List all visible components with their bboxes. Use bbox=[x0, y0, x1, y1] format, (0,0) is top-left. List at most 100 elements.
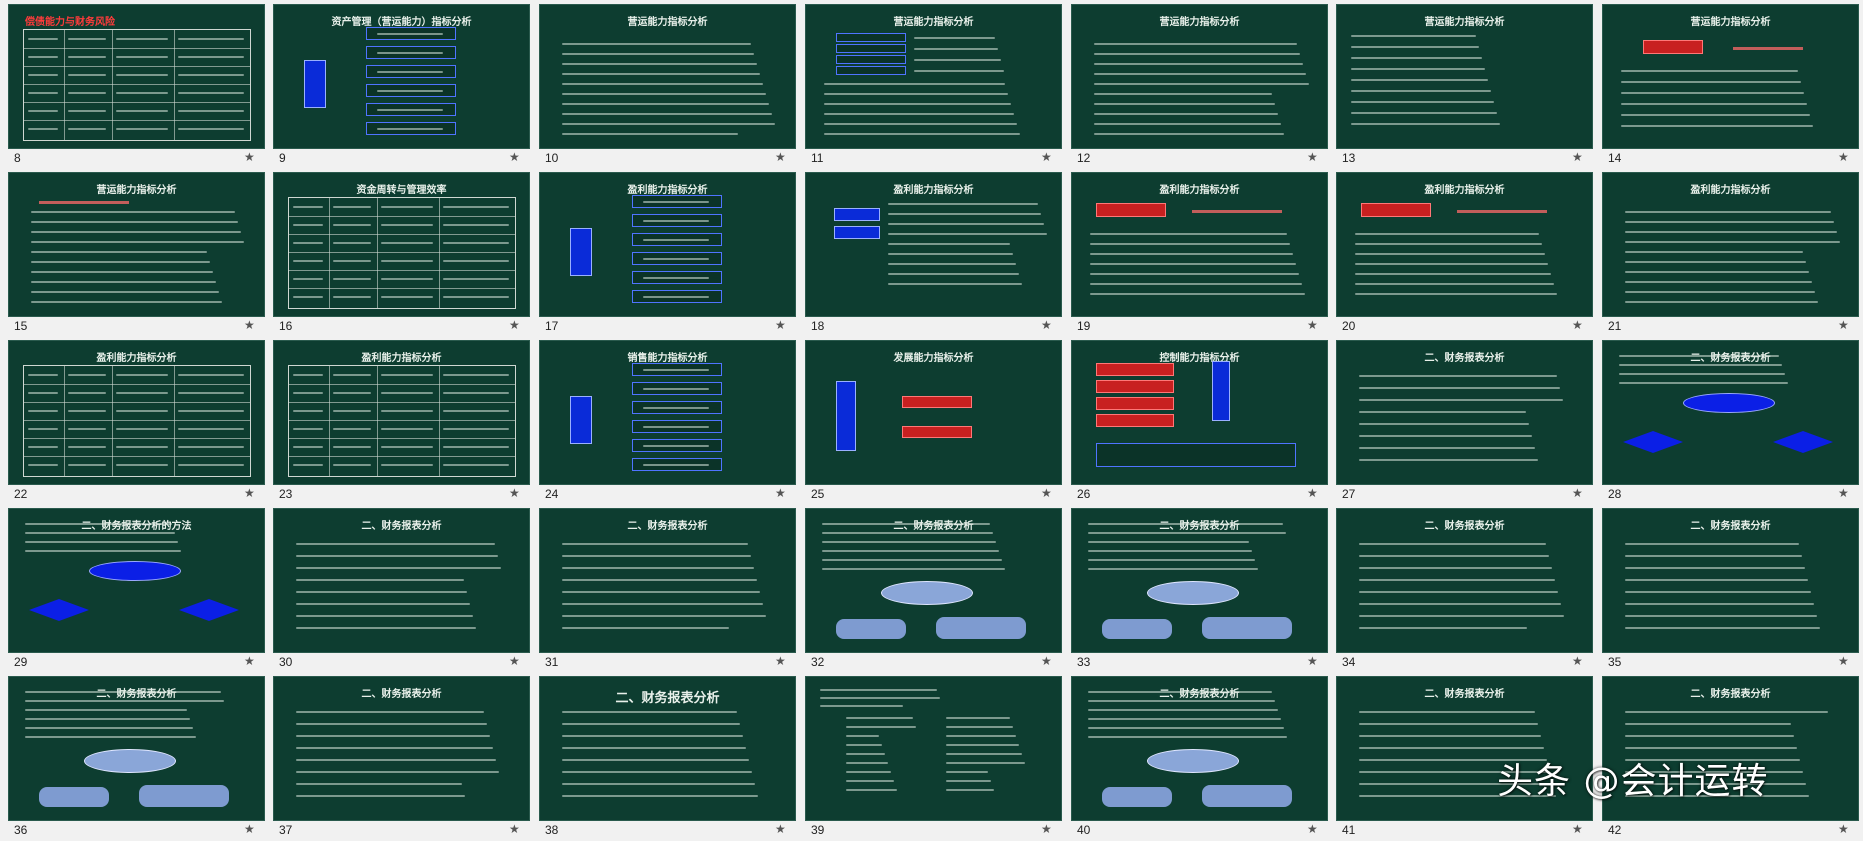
slide-canvas[interactable]: 营运能力指标分析 bbox=[539, 4, 796, 149]
transition-star-icon[interactable]: ★ bbox=[1838, 318, 1849, 332]
slide-canvas[interactable]: 资金周转与管理效率 bbox=[273, 172, 530, 317]
transition-star-icon[interactable]: ★ bbox=[1307, 150, 1318, 164]
slide-canvas[interactable]: 营运能力指标分析 bbox=[8, 172, 265, 317]
slide-canvas[interactable]: 盈利能力指标分析 bbox=[8, 340, 265, 485]
slide-canvas[interactable]: 偿债能力与财务风险 bbox=[8, 4, 265, 149]
slide-canvas[interactable]: 二、财务报表分析 bbox=[273, 676, 530, 821]
transition-star-icon[interactable]: ★ bbox=[1041, 822, 1052, 836]
slide-canvas[interactable]: 营运能力指标分析 bbox=[805, 4, 1062, 149]
transition-star-icon[interactable]: ★ bbox=[1041, 318, 1052, 332]
transition-star-icon[interactable]: ★ bbox=[1041, 654, 1052, 668]
transition-star-icon[interactable]: ★ bbox=[244, 822, 255, 836]
transition-star-icon[interactable]: ★ bbox=[244, 150, 255, 164]
slide-canvas[interactable]: 盈利能力指标分析 bbox=[805, 172, 1062, 317]
slide-canvas[interactable]: 控制能力指标分析 bbox=[1071, 340, 1328, 485]
slide-thumbnail[interactable]: 39★ bbox=[805, 676, 1071, 841]
transition-star-icon[interactable]: ★ bbox=[1307, 318, 1318, 332]
transition-star-icon[interactable]: ★ bbox=[1307, 654, 1318, 668]
transition-star-icon[interactable]: ★ bbox=[509, 486, 520, 500]
slide-canvas[interactable]: 二、财务报表分析 bbox=[539, 508, 796, 653]
slide-canvas[interactable]: 发展能力指标分析 bbox=[805, 340, 1062, 485]
slide-canvas[interactable]: 营运能力指标分析 bbox=[1071, 4, 1328, 149]
slide-canvas[interactable]: 二、财务报表分析 bbox=[1336, 676, 1593, 821]
transition-star-icon[interactable]: ★ bbox=[509, 654, 520, 668]
transition-star-icon[interactable]: ★ bbox=[244, 654, 255, 668]
transition-star-icon[interactable]: ★ bbox=[775, 318, 786, 332]
slide-canvas[interactable]: 盈利能力指标分析 bbox=[1336, 172, 1593, 317]
slide-canvas[interactable]: 二、财务报表分析 bbox=[805, 508, 1062, 653]
transition-star-icon[interactable]: ★ bbox=[775, 822, 786, 836]
slide-canvas[interactable]: 盈利能力指标分析 bbox=[539, 172, 796, 317]
slide-canvas[interactable]: 资产管理（营运能力）指标分析 bbox=[273, 4, 530, 149]
slide-canvas[interactable]: 二、财务报表分析 bbox=[539, 676, 796, 821]
transition-star-icon[interactable]: ★ bbox=[509, 318, 520, 332]
slide-canvas[interactable]: 盈利能力指标分析 bbox=[1602, 172, 1859, 317]
transition-star-icon[interactable]: ★ bbox=[1838, 486, 1849, 500]
slide-canvas[interactable]: 二、财务报表分析 bbox=[1071, 676, 1328, 821]
slide-canvas[interactable]: 盈利能力指标分析 bbox=[1071, 172, 1328, 317]
slide-canvas[interactable]: 营运能力指标分析 bbox=[1602, 4, 1859, 149]
slide-canvas[interactable]: 二、财务报表分析的方法 bbox=[8, 508, 265, 653]
transition-star-icon[interactable]: ★ bbox=[775, 486, 786, 500]
transition-star-icon[interactable]: ★ bbox=[1838, 654, 1849, 668]
slide-canvas[interactable] bbox=[805, 676, 1062, 821]
transition-star-icon[interactable]: ★ bbox=[1572, 318, 1583, 332]
transition-star-icon[interactable]: ★ bbox=[775, 150, 786, 164]
slide-canvas[interactable]: 销售能力指标分析 bbox=[539, 340, 796, 485]
transition-star-icon[interactable]: ★ bbox=[775, 654, 786, 668]
transition-star-icon[interactable]: ★ bbox=[509, 150, 520, 164]
slide-canvas[interactable]: 二、财务报表分析 bbox=[1071, 508, 1328, 653]
slide-canvas[interactable]: 二、财务报表分析 bbox=[273, 508, 530, 653]
slide-canvas[interactable]: 二、财务报表分析 bbox=[1602, 676, 1859, 821]
slide-canvas[interactable]: 盈利能力指标分析 bbox=[273, 340, 530, 485]
transition-star-icon[interactable]: ★ bbox=[244, 318, 255, 332]
transition-star-icon[interactable]: ★ bbox=[1838, 150, 1849, 164]
slide-canvas[interactable]: 二、财务报表分析 bbox=[1336, 340, 1593, 485]
slide-canvas[interactable]: 二、财务报表分析 bbox=[1336, 508, 1593, 653]
transition-star-icon[interactable]: ★ bbox=[1838, 822, 1849, 836]
transition-star-icon[interactable]: ★ bbox=[509, 822, 520, 836]
slide-canvas[interactable]: 二、财务报表分析 bbox=[1602, 508, 1859, 653]
slide-canvas[interactable]: 营运能力指标分析 bbox=[1336, 4, 1593, 149]
slide-canvas[interactable]: 二、财务报表分析 bbox=[8, 676, 265, 821]
transition-star-icon[interactable]: ★ bbox=[1307, 486, 1318, 500]
slide-canvas[interactable]: 二、财务报表分析 bbox=[1602, 340, 1859, 485]
transition-star-icon[interactable]: ★ bbox=[1572, 486, 1583, 500]
transition-star-icon[interactable]: ★ bbox=[1572, 654, 1583, 668]
transition-star-icon[interactable]: ★ bbox=[1041, 150, 1052, 164]
transition-star-icon[interactable]: ★ bbox=[244, 486, 255, 500]
transition-star-icon[interactable]: ★ bbox=[1041, 486, 1052, 500]
